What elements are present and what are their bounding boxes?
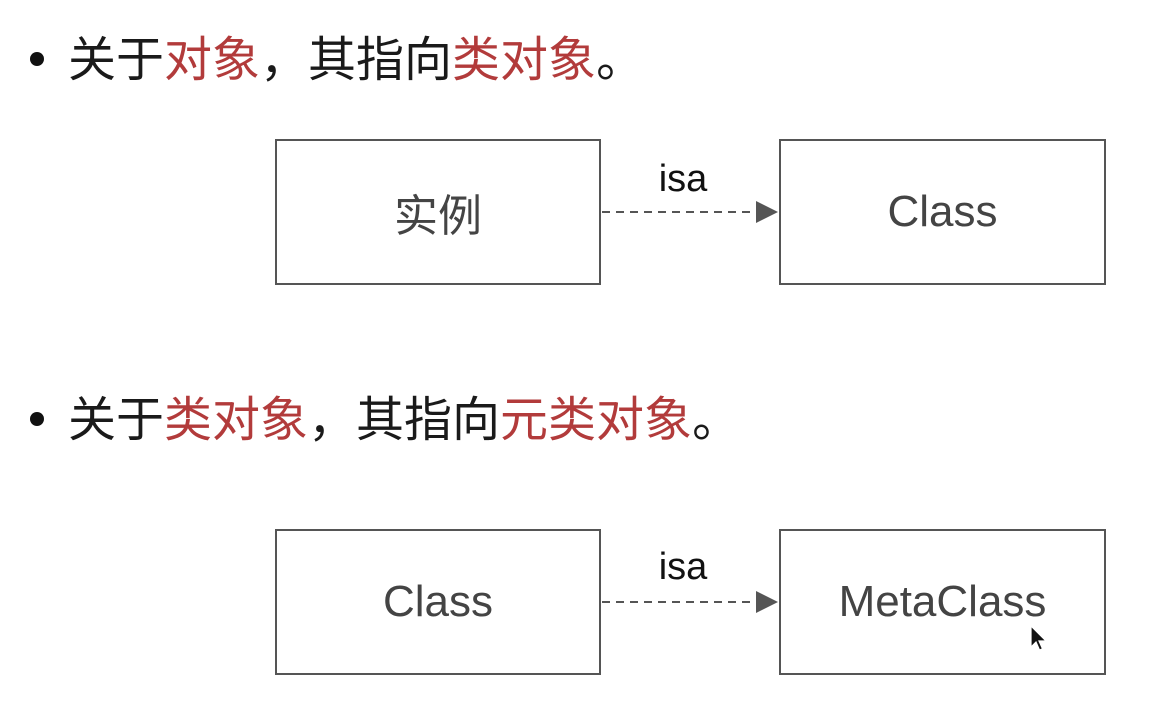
mouse-pointer-icon bbox=[1030, 625, 1048, 651]
bullet-dot bbox=[30, 52, 44, 66]
bullet-dot bbox=[30, 412, 44, 426]
bullet-middle: ，其指向 bbox=[260, 32, 453, 88]
metaclass-label: MetaClass bbox=[838, 577, 1047, 626]
bullet-prefix: 关于 bbox=[68, 392, 165, 448]
bullet-suffix: 。 bbox=[596, 32, 645, 88]
isa-arrow-2 bbox=[602, 591, 778, 613]
class-box-1: Class bbox=[779, 139, 1106, 285]
bullet-highlight-metaclass-object: 元类对象 bbox=[500, 392, 693, 448]
bullet-suffix: 。 bbox=[692, 392, 741, 448]
bullet-middle: ，其指向 bbox=[308, 392, 501, 448]
isa-label-1: isa bbox=[658, 158, 708, 200]
isa-arrow-1 bbox=[602, 201, 778, 223]
bullet-highlight-class-object: 类对象 bbox=[164, 392, 309, 448]
instance-box: 实例 bbox=[275, 139, 601, 285]
bullet-object: 关于对象，其指向类对象。 bbox=[30, 30, 644, 90]
instance-label: 实例 bbox=[394, 192, 482, 241]
bullet-highlight-object: 对象 bbox=[164, 32, 261, 88]
isa-label-2: isa bbox=[658, 546, 708, 588]
class-box-2: Class bbox=[275, 529, 601, 675]
bullet-prefix: 关于 bbox=[68, 32, 165, 88]
class-label-2: Class bbox=[382, 577, 494, 626]
bullet-highlight-class-object: 类对象 bbox=[452, 32, 597, 88]
class-label-1: Class bbox=[887, 187, 998, 236]
bullet-class-object: 关于类对象，其指向元类对象。 bbox=[30, 390, 740, 450]
metaclass-box: MetaClass bbox=[779, 529, 1106, 675]
